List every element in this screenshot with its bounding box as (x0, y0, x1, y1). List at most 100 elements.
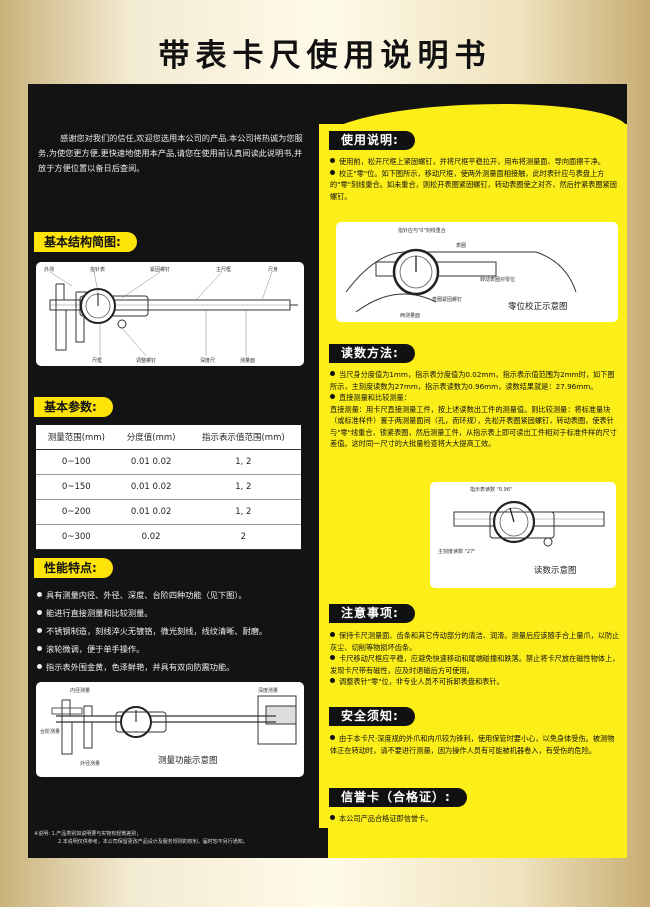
zero-diagram: 指针应与"0"刻线重合 表圈 转动表圈对零位 表圈紧固螺钉 两测量面 零位校正示… (336, 222, 618, 322)
list-item: 调整表针"零"位，非专业人员不可拆卸表盘和表针。 (330, 676, 620, 688)
label-step: 台阶测量 (40, 729, 61, 735)
table-cell: 0.01 0.02 (116, 449, 186, 475)
caliper-diagram (49, 271, 298, 357)
label-pointer-zero: 指针应与"0"刻线重合 (398, 228, 446, 234)
list-item: 本公司产品合格证即信誉卡。 (330, 813, 620, 825)
bullet-icon (37, 610, 42, 615)
list-item: 具有测量内径、外径、深度、台阶四种功能（见下图）。 (37, 586, 312, 604)
table-row: 0~300 0.02 2 (36, 524, 301, 550)
table-cell: 0.02 (116, 524, 186, 550)
table-cell: 0.01 0.02 (116, 499, 186, 525)
label-depth: 深度尺 (200, 358, 216, 364)
bullet-icon (330, 394, 335, 399)
label-rotate-bezel: 转动表圈对零位 (480, 277, 516, 283)
table-cell: 1, 2 (185, 474, 301, 500)
label-adjust-screw: 调整螺钉 (136, 358, 157, 364)
bullet-icon (330, 735, 335, 740)
table-row: 0~200 0.01 0.02 1, 2 (36, 499, 301, 525)
zero-caliper-drawing (345, 248, 577, 313)
params-table: 测量范围(mm) 分度值(mm) 指示表示值范围(mm) 0~100 0.01 … (36, 425, 301, 550)
notes-heading: 注意事项: (329, 604, 415, 623)
label-outer-measure: 外径测量 (80, 761, 101, 767)
list-item: 由于本卡尺·深度规的外爪和内爪较为锋利，使用保管时要小心，以免身体受伤。被测物体… (330, 734, 615, 755)
reading-caliper-drawing (453, 500, 605, 547)
bullet-icon (330, 158, 335, 163)
bullet-icon (330, 655, 335, 660)
usage-text: 使用前，松开尺框上紧固螺钉，并将尺框平稳拉开，用布将测量面、导向面擦干净。 校正… (330, 156, 620, 202)
bullet-icon (330, 815, 335, 820)
warranty-text: 本公司产品合格证即信誉卡。 (330, 813, 620, 825)
table-cell: 2 (185, 524, 301, 550)
reading-heading: 读数方法: (329, 344, 415, 363)
table-cell: 0~200 (36, 499, 117, 525)
label-main-reading: 主刻度读数 "27" (438, 549, 476, 555)
safety-heading: 安全须知: (329, 707, 415, 726)
label-screw: 紧固螺钉 (150, 267, 171, 273)
label-outer: 外测 (44, 267, 55, 273)
label-dial: 指针表 (90, 267, 106, 273)
features-heading: 性能特点: (34, 558, 113, 578)
bullet-icon (37, 628, 42, 633)
structure-diagram: 外测 指针表 紧固螺钉 主尺框 尺身 尺框 调整螺钉 深度尺 测量面 (36, 262, 304, 366)
page-title: 带表卡尺使用说明书 (158, 38, 492, 74)
bullet-icon (330, 678, 335, 683)
bullet-icon (37, 664, 42, 669)
table-row: 0~150 0.01 0.02 1, 2 (36, 474, 301, 500)
label-depth-measure: 深度测量 (258, 688, 279, 694)
label-inner: 内径测量 (70, 688, 91, 694)
params-header: 指示表示值范围(mm) (185, 425, 301, 450)
list-item: 使用前，松开尺框上紧固螺钉，并将尺框平稳拉开，用布将测量面、导向面擦干净。 (330, 156, 620, 168)
list-item: 能进行直接测量和比较测量。 (37, 604, 312, 622)
label-beam: 尺身 (268, 267, 279, 273)
table-cell: 0~100 (36, 449, 117, 475)
table-cell: 0~150 (36, 474, 117, 500)
bullet-icon (330, 371, 335, 376)
function-caliper-drawing (51, 695, 297, 755)
table-cell: 0.01 0.02 (116, 474, 186, 500)
params-heading: 基本参数: (34, 397, 113, 417)
list-item: 卡尺移动尺框应平稳，应避免快速移动和尾端碰撞和跌落。禁止将卡尺放在磁性物体上，发… (330, 654, 620, 675)
list-item: 直接测量：用卡尺直接测量工件，按上述读数出工件的测量值。则比较测量：将标准量块（… (330, 404, 617, 449)
bottom-band (28, 828, 627, 858)
safety-text: 由于本卡尺·深度规的外爪和内爪较为锋利，使用保管时要小心，以免身体受伤。被测物体… (330, 733, 620, 756)
reading-diagram: 指示表读数 "0.96" 主刻度读数 "27" 读数示意图 (430, 482, 616, 588)
bullet-icon (330, 169, 335, 175)
structure-heading: 基本结构简图: (34, 232, 137, 252)
label-measure-face: 测量面 (240, 358, 256, 364)
table-row: 0~100 0.01 0.02 1, 2 (36, 449, 301, 475)
footnote: ※说明: 1.产品类别如说明要与实物有轻微差别； 2.本说明仅供参考，本公司保留… (34, 831, 248, 845)
bullet-icon (330, 632, 335, 637)
table-cell: 0~300 (36, 524, 117, 550)
reading-text: 当尺身分度值为1mm，指示表分度值为0.02mm，指示表示值范围为2mm时，如下… (330, 369, 620, 450)
list-item: 保持卡尺测量面、齿条和其它传动部分的清洁、润滑。测量后应该随手合上量爪，以防止灰… (330, 631, 620, 652)
params-header: 测量范围(mm) (36, 425, 117, 450)
params-header-row: 测量范围(mm) 分度值(mm) 指示表示值范围(mm) (36, 425, 301, 450)
list-item: 不锈钢制造，刻线淬火无镀铬，微光刻线，线纹清晰、耐磨。 (37, 622, 312, 640)
list-item: 当尺身分度值为1mm，指示表分度值为0.02mm，指示表示值范围为2mm时，如下… (330, 370, 615, 391)
table-cell: 1, 2 (185, 499, 301, 525)
usage-heading: 使用说明: (329, 131, 415, 150)
function-diagram: 内径测量 台阶测量 外径测量 深度测量 测量功能示意图 (36, 682, 304, 777)
list-item: 直接测量和比较测量： (330, 392, 620, 404)
function-caption: 测量功能示意图 (158, 756, 218, 766)
zero-caption: 零位校正示意图 (508, 302, 568, 312)
list-item: 指示表外围金黄，色泽鲜艳，并具有双向防震功能。 (37, 658, 312, 676)
list-item: 校正"零"位。如下图所示，移动尺框，使两外测量面相接触，此时表针应与表盘上方的"… (330, 168, 617, 201)
label-main-frame: 主尺框 (216, 267, 232, 273)
bullet-icon (37, 592, 42, 597)
label-dial-reading: 指示表读数 "0.96" (470, 487, 513, 493)
label-bezel: 表圈 (456, 243, 467, 249)
warranty-heading: 信誉卡（合格证）: (329, 788, 467, 807)
features-list: 具有测量内径、外径、深度、台阶四种功能（见下图）。 能进行直接测量和比较测量。 … (37, 586, 312, 676)
notes-text: 保持卡尺测量面、齿条和其它传动部分的清洁、润滑。测量后应该随手合上量爪，以防止灰… (330, 630, 620, 688)
params-header: 分度值(mm) (116, 425, 186, 450)
reading-caption: 读数示意图 (534, 566, 577, 576)
label-two-faces: 两测量面 (400, 313, 421, 319)
label-frame: 尺框 (92, 358, 103, 364)
bullet-icon (37, 646, 42, 651)
wave-divider (319, 84, 627, 144)
list-item: 滚轮微调，便于单手操作。 (37, 640, 312, 658)
table-cell: 1, 2 (185, 449, 301, 475)
label-bezel-screw: 表圈紧固螺钉 (432, 297, 463, 303)
